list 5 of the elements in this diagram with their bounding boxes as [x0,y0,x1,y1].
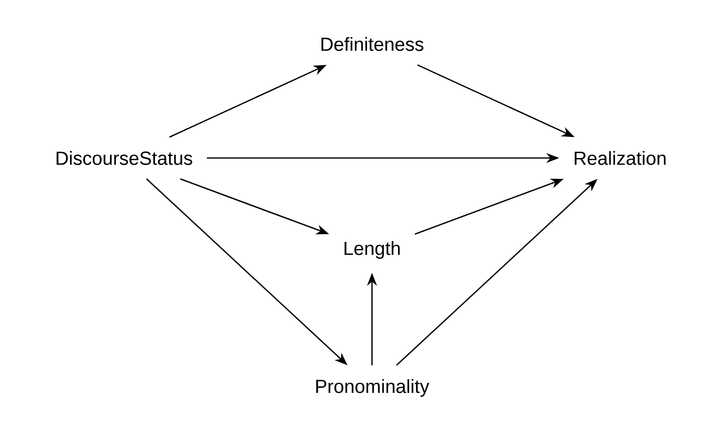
variable-label: Length [344,241,400,259]
variable-label: Realization [574,151,666,165]
variable-label: DiscourseStatus [56,151,192,165]
variable-label: Pronominality [316,379,430,397]
variable-label: Definiteness [321,37,424,51]
